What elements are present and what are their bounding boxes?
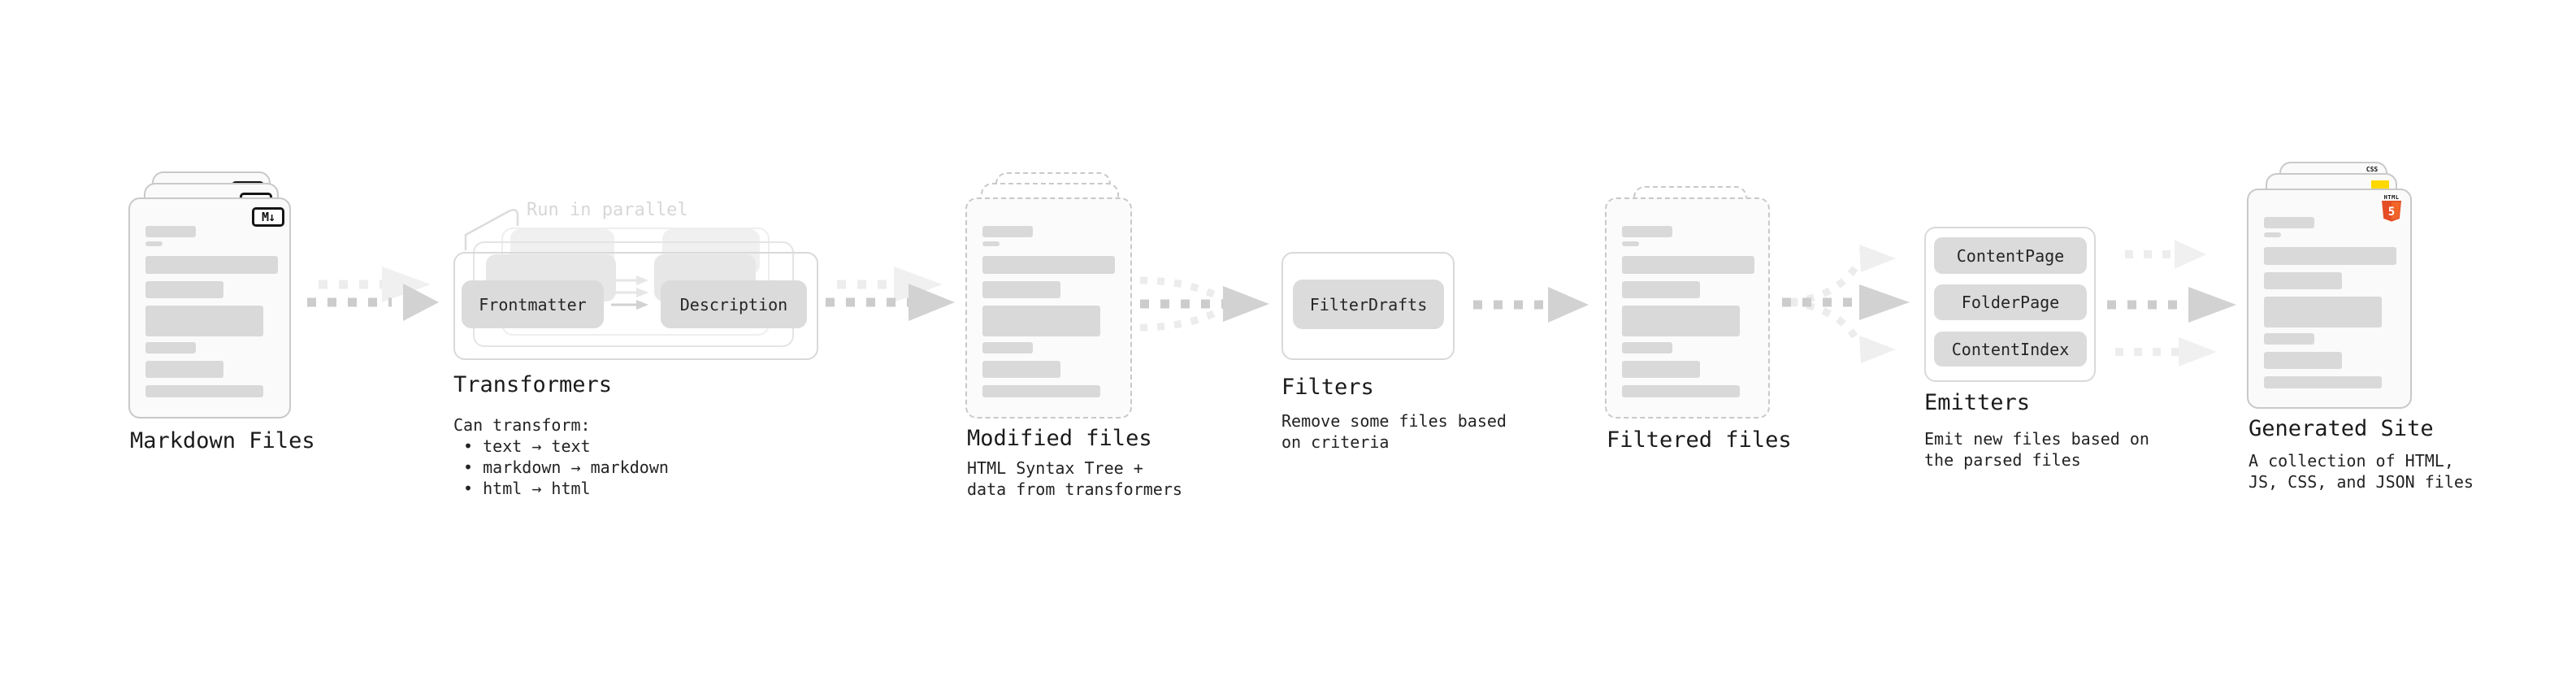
placeholder-bar: [145, 361, 223, 378]
placeholder-bar: [982, 342, 1033, 354]
placeholder-bar: [2264, 247, 2396, 265]
modified-description: HTML Syntax Tree + data from transformer…: [967, 458, 1182, 499]
transformers-container: [453, 252, 818, 360]
placeholder-bar: [2264, 232, 2281, 237]
placeholder-bar: [145, 306, 263, 336]
placeholder-bar: [982, 281, 1060, 298]
html5-number: 5: [2388, 206, 2395, 219]
stage-label-generated-site: Generated Site: [2249, 416, 2434, 441]
transformers-description: Can transform: • text → text • markdown …: [453, 415, 669, 498]
placeholder-bar: [1622, 361, 1700, 378]
flow-arrow-markdown-to-transformers: [307, 267, 439, 321]
markdown-doc-front: M↓: [128, 197, 291, 419]
filters-description: Remove some files based on criteria: [1281, 411, 1507, 452]
flow-arrow-filtered-to-emitters: [1782, 245, 1910, 363]
placeholder-bar: [2264, 376, 2382, 388]
filtered-doc-front: [1605, 197, 1770, 419]
placeholder-bar: [145, 226, 196, 237]
placeholder-bar: [2264, 352, 2342, 369]
placeholder-bar: [982, 226, 1033, 237]
generated-doc-html: HTML 5: [2247, 189, 2412, 409]
modified-doc-front: [965, 197, 1132, 419]
js-badge-icon: [2371, 180, 2389, 189]
placeholder-bar: [982, 361, 1060, 378]
emitters-container: [1924, 227, 2096, 382]
html5-icon: HTML 5: [2381, 194, 2402, 226]
pill-contentindex: ContentIndex: [1934, 332, 2087, 367]
placeholder-bar: [145, 385, 263, 397]
placeholder-bar: [982, 256, 1115, 274]
placeholder-bar: [1622, 226, 1672, 237]
run-in-parallel-note: Run in parallel: [527, 200, 688, 220]
filters-container: [1281, 252, 1455, 360]
pill-filterdrafts: FilterDrafts: [1293, 280, 1444, 329]
placeholder-bar: [1622, 342, 1672, 354]
transform-step-arrows: [611, 275, 648, 310]
pill-description: Description: [661, 280, 807, 328]
placeholder-bar: [1622, 241, 1639, 246]
flow-arrow-modified-to-filters: [1139, 276, 1269, 332]
stage-label-transformers: Transformers: [453, 372, 613, 397]
placeholder-bar: [2264, 297, 2382, 327]
pill-folderpage: FolderPage: [1934, 284, 2087, 320]
flow-arrow-emitters-to-generated: [2107, 240, 2236, 367]
placeholder-bar: [145, 241, 163, 246]
placeholder-bar: [2264, 333, 2314, 345]
stage-label-markdown-files: Markdown Files: [130, 428, 315, 453]
stage-label-modified-files: Modified files: [967, 426, 1152, 451]
placeholder-bar: [1622, 385, 1740, 397]
placeholder-bar: [2264, 272, 2342, 289]
placeholder-bar: [1622, 306, 1740, 336]
html5-word: HTML: [2383, 194, 2400, 201]
placeholder-bar: [982, 241, 1000, 246]
markdown-icon: M↓: [252, 207, 284, 227]
stage-label-filters: Filters: [1281, 375, 1374, 400]
placeholder-bar: [145, 342, 196, 354]
stage-label-emitters: Emitters: [1924, 390, 2031, 415]
generated-description: A collection of HTML, JS, CSS, and JSON …: [2249, 451, 2474, 492]
placeholder-bar: [982, 385, 1100, 397]
placeholder-bar: [1622, 256, 1754, 274]
pill-frontmatter: Frontmatter: [462, 280, 604, 328]
placeholder-bar: [145, 281, 223, 298]
placeholder-bar: [2264, 217, 2314, 228]
flow-arrow-filters-to-filtered: [1473, 287, 1589, 323]
css-badge-label: CSS: [2366, 166, 2379, 173]
placeholder-bar: [982, 306, 1100, 336]
stage-label-filtered-files: Filtered files: [1607, 427, 1792, 453]
placeholder-bar: [145, 256, 278, 274]
emitters-description: Emit new files based on the parsed files: [1924, 429, 2149, 470]
callout-leader-line: [464, 208, 519, 251]
placeholder-bar: [1622, 281, 1700, 298]
pill-contentpage: ContentPage: [1934, 237, 2087, 274]
flow-arrow-transformers-to-modified: [826, 267, 955, 321]
